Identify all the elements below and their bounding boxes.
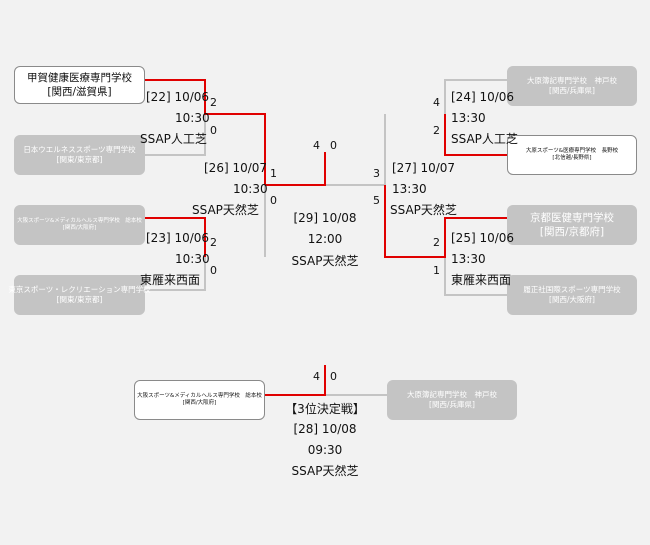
line-b2-win [444,114,507,156]
team-name: 大阪スポーツ&メディカルヘルス専門学校 総本校 [137,392,262,399]
m23-date: [23] 10/06 [146,231,210,245]
m24-venue: SSAP人工芝 [451,132,518,146]
line-b3-win [384,185,507,258]
line-a4-loss [145,257,206,291]
line-3rd-left [265,365,326,396]
team-pref: [関西/大阪府] [549,295,595,304]
m23-time: 10:30 [175,252,210,266]
team-name: 大阪スポーツ&メディカルヘルス専門学校 総本校 [17,217,142,224]
line-m26-win [265,152,326,186]
m27-time: 13:30 [392,182,427,196]
team-pref: [北信越/長野県] [552,155,592,161]
team-pref: [関西/兵庫県] [429,400,475,409]
line-a3-win [145,217,206,257]
team-c2[interactable]: 大原簿記専門学校 神戸校 [関西/兵庫県] [387,380,517,420]
line-a2-loss [145,114,206,156]
m25-date: [25] 10/06 [451,231,515,245]
m27-date: [27] 10/07 [392,161,456,175]
line-b4-loss [444,257,507,296]
team-pref: [関西/兵庫県] [549,86,595,95]
team-a4[interactable]: 東京スポーツ・レクリエーション専門学校 [関東/東京都] [8,275,151,315]
m24-score-top: 4 [433,96,440,109]
m23-score-top: 2 [210,236,217,249]
team-pref: [関西/大阪府] [62,225,97,231]
m27-score-bottom: 5 [373,194,380,207]
m28-score-left: 4 [313,370,320,383]
team-name: 京都医健専門学校 [530,211,614,224]
m23-score-bottom: 0 [210,264,217,277]
m23-venue: 東雁来西面 [140,273,201,287]
m22-venue: SSAP人工芝 [140,132,207,146]
m24-time: 13:30 [451,111,486,125]
team-name: 甲賀健康医療専門学校 [27,71,132,84]
m28-score-right: 0 [330,370,337,383]
team-name: 大原簿記専門学校 神戸校 [407,389,497,399]
m22-score-top: 2 [210,96,217,109]
m26-score-top: 1 [270,167,277,180]
team-a1[interactable]: 甲賀健康医療専門学校 [関西/滋賀県] [14,66,145,104]
team-b2[interactable]: 大原スポーツ&医療専門学校 長野校 [北信越/長野県] [507,135,637,175]
team-a3[interactable]: 大阪スポーツ&メディカルヘルス専門学校 総本校 [関西/大阪府] [14,205,145,245]
team-name: 大原簿記専門学校 神戸校 [527,75,617,85]
m28-date: [28] 10/08 [293,422,357,436]
team-pref: [関西/大阪府] [182,400,217,406]
line-b1-loss [444,79,507,114]
team-pref: [関東/東京都] [56,295,103,304]
team-pref: [関西/京都府] [539,226,605,238]
m25-venue: 東雁来西面 [451,273,512,287]
m29-date: [29] 10/08 [293,211,357,225]
m28-label: 【3位決定戦】 [285,402,365,416]
m22-time: 10:30 [175,111,210,125]
team-name: 日本ウエルネススポーツ専門学校 [23,144,136,154]
team-c1[interactable]: 大阪スポーツ&メディカルヘルス専門学校 総本校 [関西/大阪府] [134,380,265,420]
m28-time: 09:30 [307,443,343,457]
m25-time: 13:30 [451,252,486,266]
m26-venue: SSAP天然芝 [192,203,259,217]
m24-score-bottom: 2 [433,124,440,137]
m27-score-top: 3 [373,167,380,180]
team-name: 大原スポーツ&医療専門学校 長野校 [525,147,619,154]
team-b1[interactable]: 大原簿記専門学校 神戸校 [関西/兵庫県] [507,66,637,106]
m28-venue: SSAP天然芝 [291,464,359,478]
m29-score-right: 0 [330,139,337,152]
team-b4[interactable]: 履正社国際スポーツ専門学校 [関西/大阪府] [507,275,637,315]
m22-score-bottom: 0 [210,124,217,137]
team-name: 東京スポーツ・レクリエーション専門学校 [8,284,151,294]
m26-date: [26] 10/07 [204,161,268,175]
m25-score-bottom: 1 [433,264,440,277]
team-pref: [関東/東京都] [56,155,103,164]
m29-time: 12:00 [307,232,343,246]
m29-score-left: 4 [313,139,320,152]
m27-venue: SSAP天然芝 [390,203,457,217]
m26-score-bottom: 0 [270,194,277,207]
m29-venue: SSAP天然芝 [291,254,359,268]
team-b3[interactable]: 京都医健専門学校 [関西/京都府] [507,205,637,245]
m25-score-top: 2 [433,236,440,249]
team-name: 履正社国際スポーツ専門学校 [523,284,621,294]
m26-time: 10:30 [233,182,268,196]
m22-date: [22] 10/06 [146,90,210,104]
m24-date: [24] 10/06 [451,90,515,104]
team-a2[interactable]: 日本ウエルネススポーツ専門学校 [関東/東京都] [14,135,145,175]
line-a1-win [145,79,266,185]
team-pref: [関西/滋賀県] [47,86,112,98]
